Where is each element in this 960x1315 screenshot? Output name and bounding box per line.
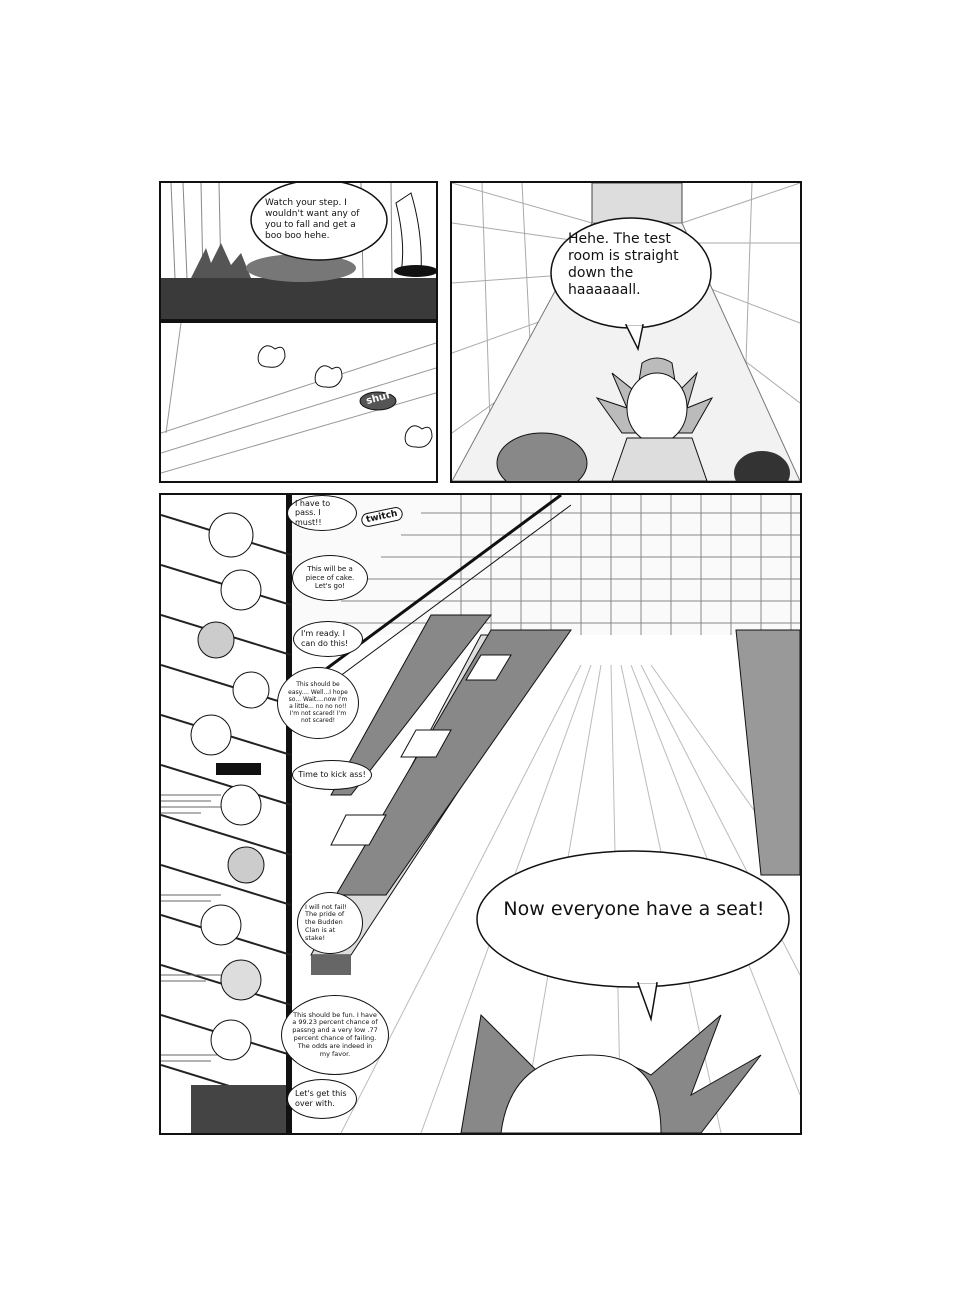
- thought-bubble-4: This should be easy.... Well...I hope so…: [277, 667, 359, 739]
- thought-bubble-3: I'm ready. I can do this!: [293, 621, 363, 657]
- speech-bubble-test-room: Hehe. The test room is straight down the…: [548, 213, 718, 353]
- thought-text: This should be fun. I have a 99.23 perce…: [292, 1010, 378, 1058]
- thought-text: I will not fail! The pride of the Budden…: [305, 902, 347, 942]
- thought-bubble-2: This will be a piece of cake. Let's go!: [292, 555, 368, 601]
- panel-corridor: Hehe. The test room is straight down the…: [450, 181, 802, 483]
- thought-text: Time to kick ass!: [298, 770, 366, 780]
- thought-text: Let's get this over with.: [295, 1089, 347, 1108]
- thought-bubble-5: Time to kick ass!: [292, 760, 372, 790]
- panel-footsteps: shuf: [159, 321, 438, 483]
- thought-text: I have to pass. I must!!: [295, 498, 331, 527]
- panel-2-art: [161, 323, 436, 474]
- thought-bubble-7: This should be fun. I have a 99.23 perce…: [281, 995, 389, 1075]
- panel-4-art: [161, 495, 800, 1133]
- bubble-shape: [550, 217, 712, 352]
- thought-bubble-6: I will not fail! The pride of the Budden…: [297, 892, 363, 954]
- panel-1-art: [161, 183, 436, 319]
- thought-bubble-1: I have to pass. I must!!: [287, 495, 357, 531]
- bubble-text: Now everyone have a seat!: [503, 897, 765, 920]
- thought-text: This should be easy.... Well...I hope so…: [288, 681, 348, 725]
- thought-bubble-8: Let's get this over with.: [287, 1079, 357, 1119]
- panel-3-art: [452, 183, 800, 481]
- bubble-shape: [250, 183, 388, 261]
- bubble-shape: [476, 850, 790, 1022]
- panel-hallway-floor: Watch your step. I wouldn't want any of …: [159, 181, 438, 321]
- bubble-text: Watch your step. I wouldn't want any of …: [265, 198, 360, 241]
- speech-bubble-have-a-seat: Now everyone have a seat!: [473, 847, 795, 1027]
- thought-text: I'm ready. I can do this!: [301, 629, 349, 648]
- panel-classroom: twitch I have to pass. I must!! This wil…: [159, 493, 802, 1135]
- speech-bubble-watch-step: Watch your step. I wouldn't want any of …: [249, 183, 389, 265]
- bubble-text: Hehe. The test room is straight down the…: [568, 231, 679, 298]
- thought-text: This will be a piece of cake. Let's go!: [305, 565, 355, 591]
